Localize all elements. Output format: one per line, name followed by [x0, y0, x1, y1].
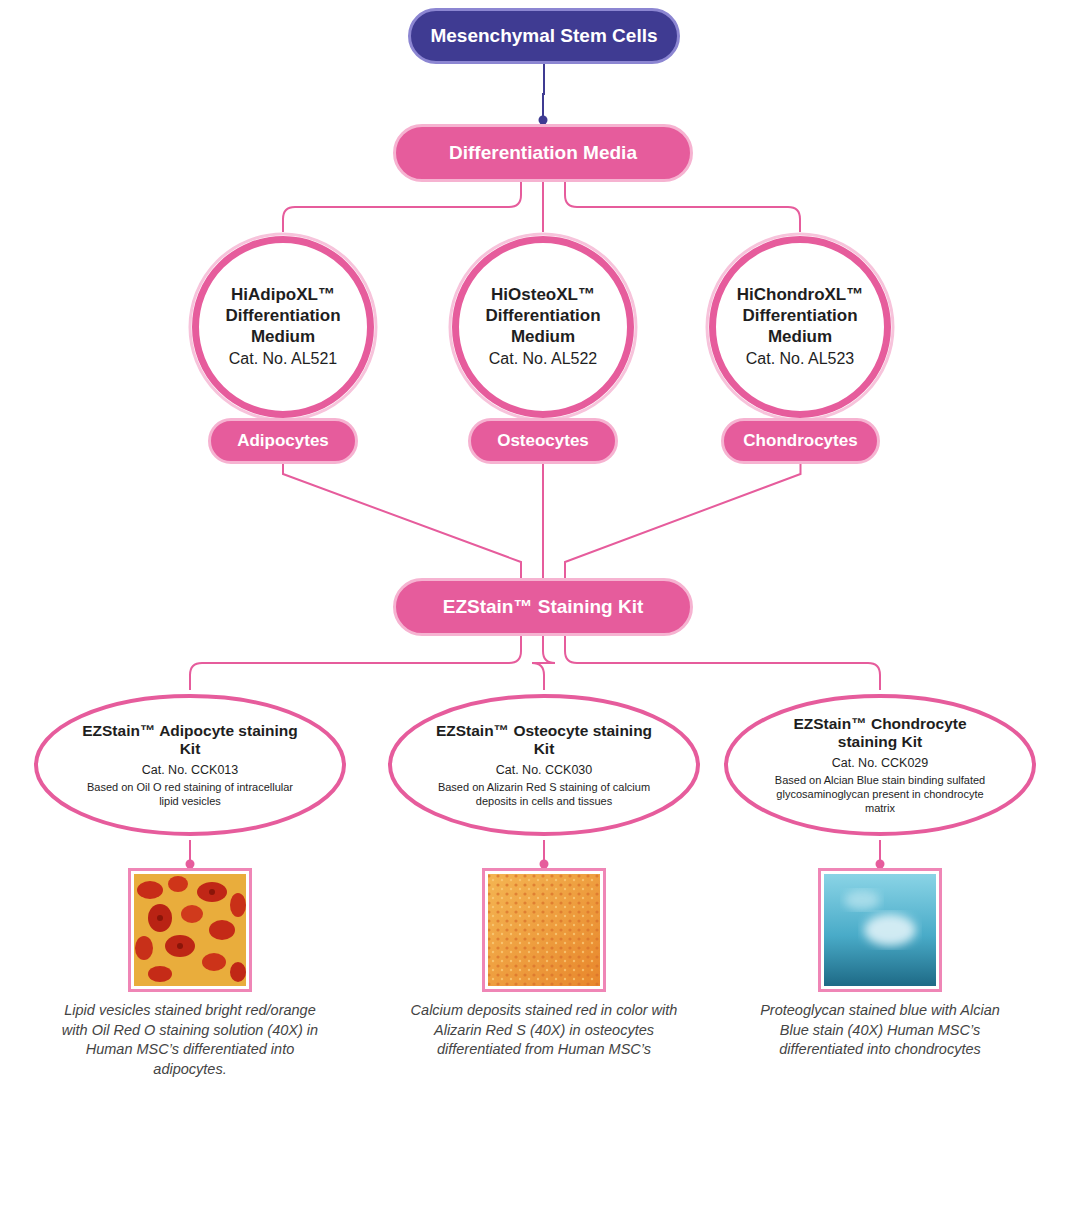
medium-circle: HiAdipoXL™ Differentiation MediumCat. No…: [188, 232, 378, 422]
micrograph-ground: [134, 874, 246, 986]
kit-ellipse: EZStain™ Adipocyte staining KitCat. No. …: [30, 690, 350, 840]
connector-line: [542, 182, 544, 232]
outline-halo: [386, 692, 702, 838]
catalog-number: Cat. No. AL523: [746, 349, 855, 370]
pill-label: Osteocytes: [497, 431, 589, 451]
chondrocyte-micrograph: [824, 874, 936, 986]
lipid-cell: [148, 966, 172, 982]
outline-halo: [32, 692, 348, 838]
pill-label: Adipocytes: [237, 431, 329, 451]
text-group: EZStain™ Adipocyte staining KitCat. No. …: [78, 722, 302, 809]
catalog-number: Cat. No. CCK029: [832, 755, 929, 771]
cell-nucleus: [157, 915, 163, 921]
circle-outline: [448, 232, 638, 422]
text-group: HiOsteoXL™ Differentiation MediumCat. No…: [472, 284, 614, 371]
micrograph-frame: Calcium deposits stained red in color wi…: [482, 868, 606, 992]
circle-outline: [188, 232, 378, 422]
lipid-cell: [197, 882, 227, 902]
connector-line: [283, 182, 521, 232]
product-name: HiAdipoXL™ Differentiation Medium: [212, 284, 354, 348]
catalog-number: Cat. No. CCK030: [496, 762, 593, 778]
micrograph-ground: [488, 874, 600, 986]
circle-outline: [705, 232, 895, 422]
catalog-number: Cat. No. AL522: [489, 349, 598, 370]
text-group: EZStain™ Osteocyte staining KitCat. No. …: [432, 722, 656, 809]
matrix-cloud: [864, 914, 916, 946]
cell-type-pill: Osteocytes: [468, 418, 618, 464]
product-name: HiChondroXL™ Differentiation Medium: [729, 284, 871, 348]
shape-outline: [390, 696, 698, 834]
lipid-cell: [168, 876, 188, 892]
connector-line: [565, 636, 880, 690]
shape-outline: [456, 240, 631, 415]
connector-line: [565, 464, 801, 578]
connector-line: [543, 64, 544, 124]
pill-label: EZStain™ Staining Kit: [443, 596, 644, 618]
shape-outline: [36, 696, 344, 834]
kit-description: Based on Oil O red staining of intracell…: [78, 781, 302, 809]
outline-halo: [450, 234, 636, 420]
lipid-cell: [181, 905, 203, 923]
pill-label: Mesenchymal Stem Cells: [430, 25, 657, 47]
image-caption: Proteoglycan stained blue with Alcian Bl…: [744, 1001, 1016, 1060]
kit-ellipse: EZStain™ Chondrocyte staining KitCat. No…: [720, 690, 1040, 840]
micrograph-frame: Proteoglycan stained blue with Alcian Bl…: [818, 868, 942, 992]
matrix-cloud: [844, 890, 880, 910]
image-caption: Lipid vesicles stained bright red/orange…: [54, 1001, 326, 1079]
connector-line: [542, 464, 544, 578]
kit-name: EZStain™ Chondrocyte staining Kit: [768, 715, 992, 752]
connector-line: [283, 464, 521, 578]
cell-nucleus: [177, 943, 183, 949]
kit-name: EZStain™ Osteocyte staining Kit: [432, 722, 656, 759]
text-group: HiChondroXL™ Differentiation MediumCat. …: [729, 284, 871, 371]
shape-outline: [726, 696, 1034, 834]
micrograph-frame: Lipid vesicles stained bright red/orange…: [128, 868, 252, 992]
stage-pill: Differentiation Media: [393, 124, 693, 182]
medium-circle: HiOsteoXL™ Differentiation MediumCat. No…: [448, 232, 638, 422]
catalog-number: Cat. No. AL521: [229, 349, 338, 370]
pill-label: Chondrocytes: [743, 431, 857, 451]
product-name: HiOsteoXL™ Differentiation Medium: [472, 284, 614, 348]
lipid-cell: [135, 936, 153, 960]
lipid-cell: [202, 953, 226, 971]
cell-type-pill: Chondrocytes: [721, 418, 880, 464]
kit-description: Based on Alizarin Red S staining of calc…: [432, 781, 656, 809]
osteocyte-micrograph: [488, 874, 600, 986]
text-group: EZStain™ Chondrocyte staining KitCat. No…: [768, 715, 992, 816]
cell-type-pill: Adipocytes: [208, 418, 358, 464]
kit-description: Based on Alcian Blue stain binding sulfa…: [768, 774, 992, 815]
kit-ellipse: EZStain™ Osteocyte staining KitCat. No. …: [384, 690, 704, 840]
shape-outline: [713, 240, 888, 415]
shape-outline: [196, 240, 371, 415]
kit-name: EZStain™ Adipocyte staining Kit: [78, 722, 302, 759]
connector-line: [190, 636, 521, 690]
outline-halo: [722, 692, 1038, 838]
connector-line: [565, 182, 800, 232]
lipid-cell: [137, 881, 163, 899]
lipid-cell: [148, 904, 172, 932]
lipid-cell: [230, 962, 246, 982]
outline-halo: [190, 234, 376, 420]
text-group: HiAdipoXL™ Differentiation MediumCat. No…: [212, 284, 354, 371]
lipid-cell: [165, 935, 195, 957]
connector-line: [532, 636, 555, 690]
pill-label: Differentiation Media: [449, 142, 637, 164]
stage-pill: EZStain™ Staining Kit: [393, 578, 693, 636]
medium-circle: HiChondroXL™ Differentiation MediumCat. …: [705, 232, 895, 422]
micrograph-ground: [824, 874, 936, 986]
calcium-speckle: [488, 874, 600, 986]
catalog-number: Cat. No. CCK013: [142, 762, 239, 778]
lipid-cell: [209, 920, 235, 940]
source-pill: Mesenchymal Stem Cells: [408, 8, 680, 64]
image-caption: Calcium deposits stained red in color wi…: [408, 1001, 680, 1060]
cell-nucleus: [209, 889, 215, 895]
adipocyte-micrograph: [134, 874, 246, 986]
outline-halo: [707, 234, 893, 420]
lipid-cell: [230, 893, 246, 917]
